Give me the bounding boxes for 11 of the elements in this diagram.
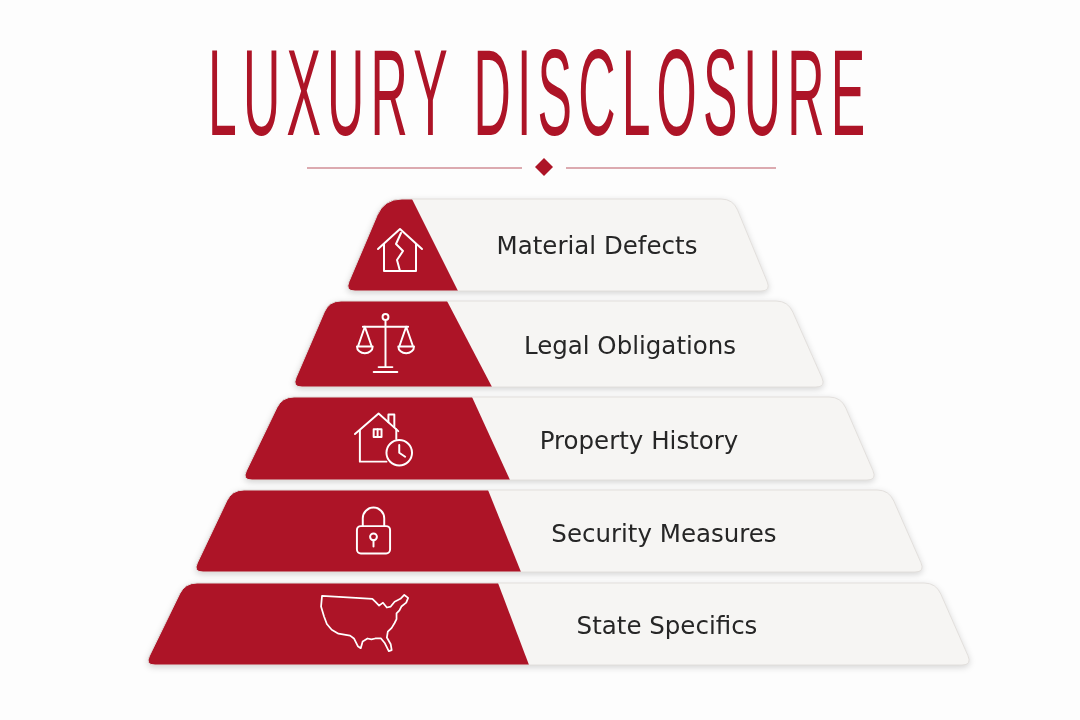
- tier-label: Material Defects: [496, 230, 698, 262]
- tier-label: Property History: [539, 425, 739, 457]
- tier-label: Legal Obligations: [523, 330, 737, 362]
- pyramid-tier: [193, 490, 925, 572]
- title: LUXURY DISCLOSURE: [208, 31, 872, 154]
- tier-label: Security Measures: [551, 518, 777, 550]
- pyramid-tier: [145, 583, 972, 665]
- pyramid-tier: [242, 397, 877, 480]
- pyramid-tier: [292, 301, 826, 387]
- tier-label: State Specifics: [576, 610, 758, 642]
- pyramid-tier: [345, 199, 771, 291]
